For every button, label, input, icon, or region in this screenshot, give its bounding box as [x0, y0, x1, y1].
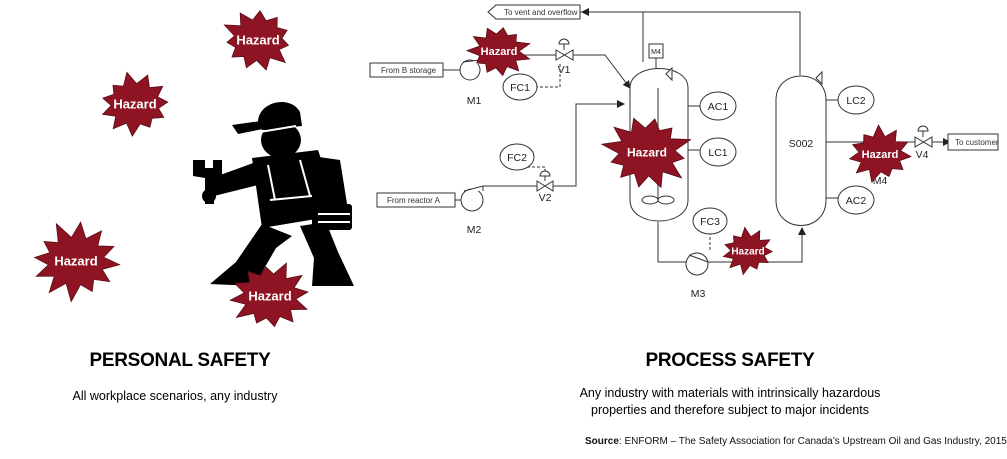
valve-v1 — [555, 49, 574, 61]
fc2-bubble — [499, 143, 535, 171]
hazard-label: Hazard — [862, 149, 899, 161]
lc1-bubble — [699, 137, 737, 167]
to-customer-label: To customer — [955, 138, 999, 147]
from-b-storage-label: From B storage — [381, 66, 437, 75]
hazard-burst — [465, 27, 531, 77]
m4-label: M4 — [873, 175, 888, 187]
hazard-burst — [101, 71, 169, 138]
pump-m2 — [460, 188, 484, 212]
ac2-label: AC2 — [846, 195, 867, 207]
v2-label: V2 — [539, 192, 552, 204]
process-safety-description: Any industry with materials with intrins… — [545, 385, 915, 419]
process-description-line-2: properties and therefore subject to majo… — [591, 403, 869, 417]
valve-v2 — [536, 180, 554, 192]
hazard-label: Hazard — [248, 289, 291, 304]
hazard-burst — [722, 226, 774, 276]
pump-m1 — [459, 59, 481, 81]
lc2-label: LC2 — [846, 95, 865, 107]
m2-label: M2 — [467, 224, 482, 236]
lc1-label: LC1 — [708, 147, 727, 159]
motor-m4-top — [648, 43, 664, 59]
fc1-bubble — [502, 73, 538, 101]
fc3-bubble — [692, 207, 728, 235]
fc3-label: FC3 — [700, 216, 720, 228]
worker-illustration — [193, 101, 354, 286]
m4-top-label: M4 — [651, 49, 661, 56]
m3-label: M3 — [691, 288, 706, 300]
hazard-burst — [33, 221, 121, 303]
hazard-burst — [848, 124, 912, 183]
source-label: Source — [585, 436, 619, 447]
ac1-label: AC1 — [708, 101, 729, 113]
lc2-bubble — [837, 85, 875, 115]
ac2-bubble — [837, 185, 875, 215]
pumps — [459, 59, 709, 276]
v4-label: V4 — [916, 149, 929, 161]
hazard-label: Hazard — [113, 97, 156, 112]
valve-v4 — [914, 136, 933, 148]
hazard-label: Hazard — [236, 33, 279, 48]
hazard-burst — [223, 9, 290, 71]
hazard-burst — [600, 117, 692, 189]
process-flow-diagram: To vent and overflow From B storage From… — [369, 4, 999, 300]
process-description-line-1: Any industry with materials with intrins… — [579, 386, 881, 400]
v1-label: V1 — [558, 64, 571, 76]
hazard-label: Hazard — [731, 247, 764, 258]
source-citation: Source: ENFORM – The Safety Association … — [585, 436, 1007, 447]
personal-safety-description: All workplace scenarios, any industry — [72, 389, 278, 403]
s002-label: S002 — [789, 138, 814, 150]
hazard-label: Hazard — [627, 145, 667, 159]
stream-boxes — [369, 4, 999, 208]
process-safety-title: PROCESS SAFETY — [645, 350, 815, 371]
hazard-burst — [229, 262, 309, 328]
hazard-label: Hazard — [54, 254, 97, 269]
worker-details — [259, 125, 350, 223]
valves — [536, 38, 933, 192]
fc1-label: FC1 — [510, 82, 530, 94]
hazard-bursts: HazardHazardHazardHazardHazardHazardHaza… — [33, 9, 912, 328]
ac1-bubble — [699, 91, 737, 121]
instruments — [499, 73, 875, 235]
pump-m3 — [685, 252, 709, 276]
separator-vessel-s002 — [775, 75, 827, 226]
fc2-label: FC2 — [507, 152, 527, 164]
vent-label: To vent and overflow — [504, 8, 578, 17]
from-reactor-a-label: From reactor A — [387, 196, 441, 205]
m1-label: M1 — [467, 95, 482, 107]
hazard-label: Hazard — [481, 46, 518, 58]
source-text: : ENFORM – The Safety Association for Ca… — [618, 436, 1007, 447]
personal-safety-title: PERSONAL SAFETY — [89, 350, 271, 371]
